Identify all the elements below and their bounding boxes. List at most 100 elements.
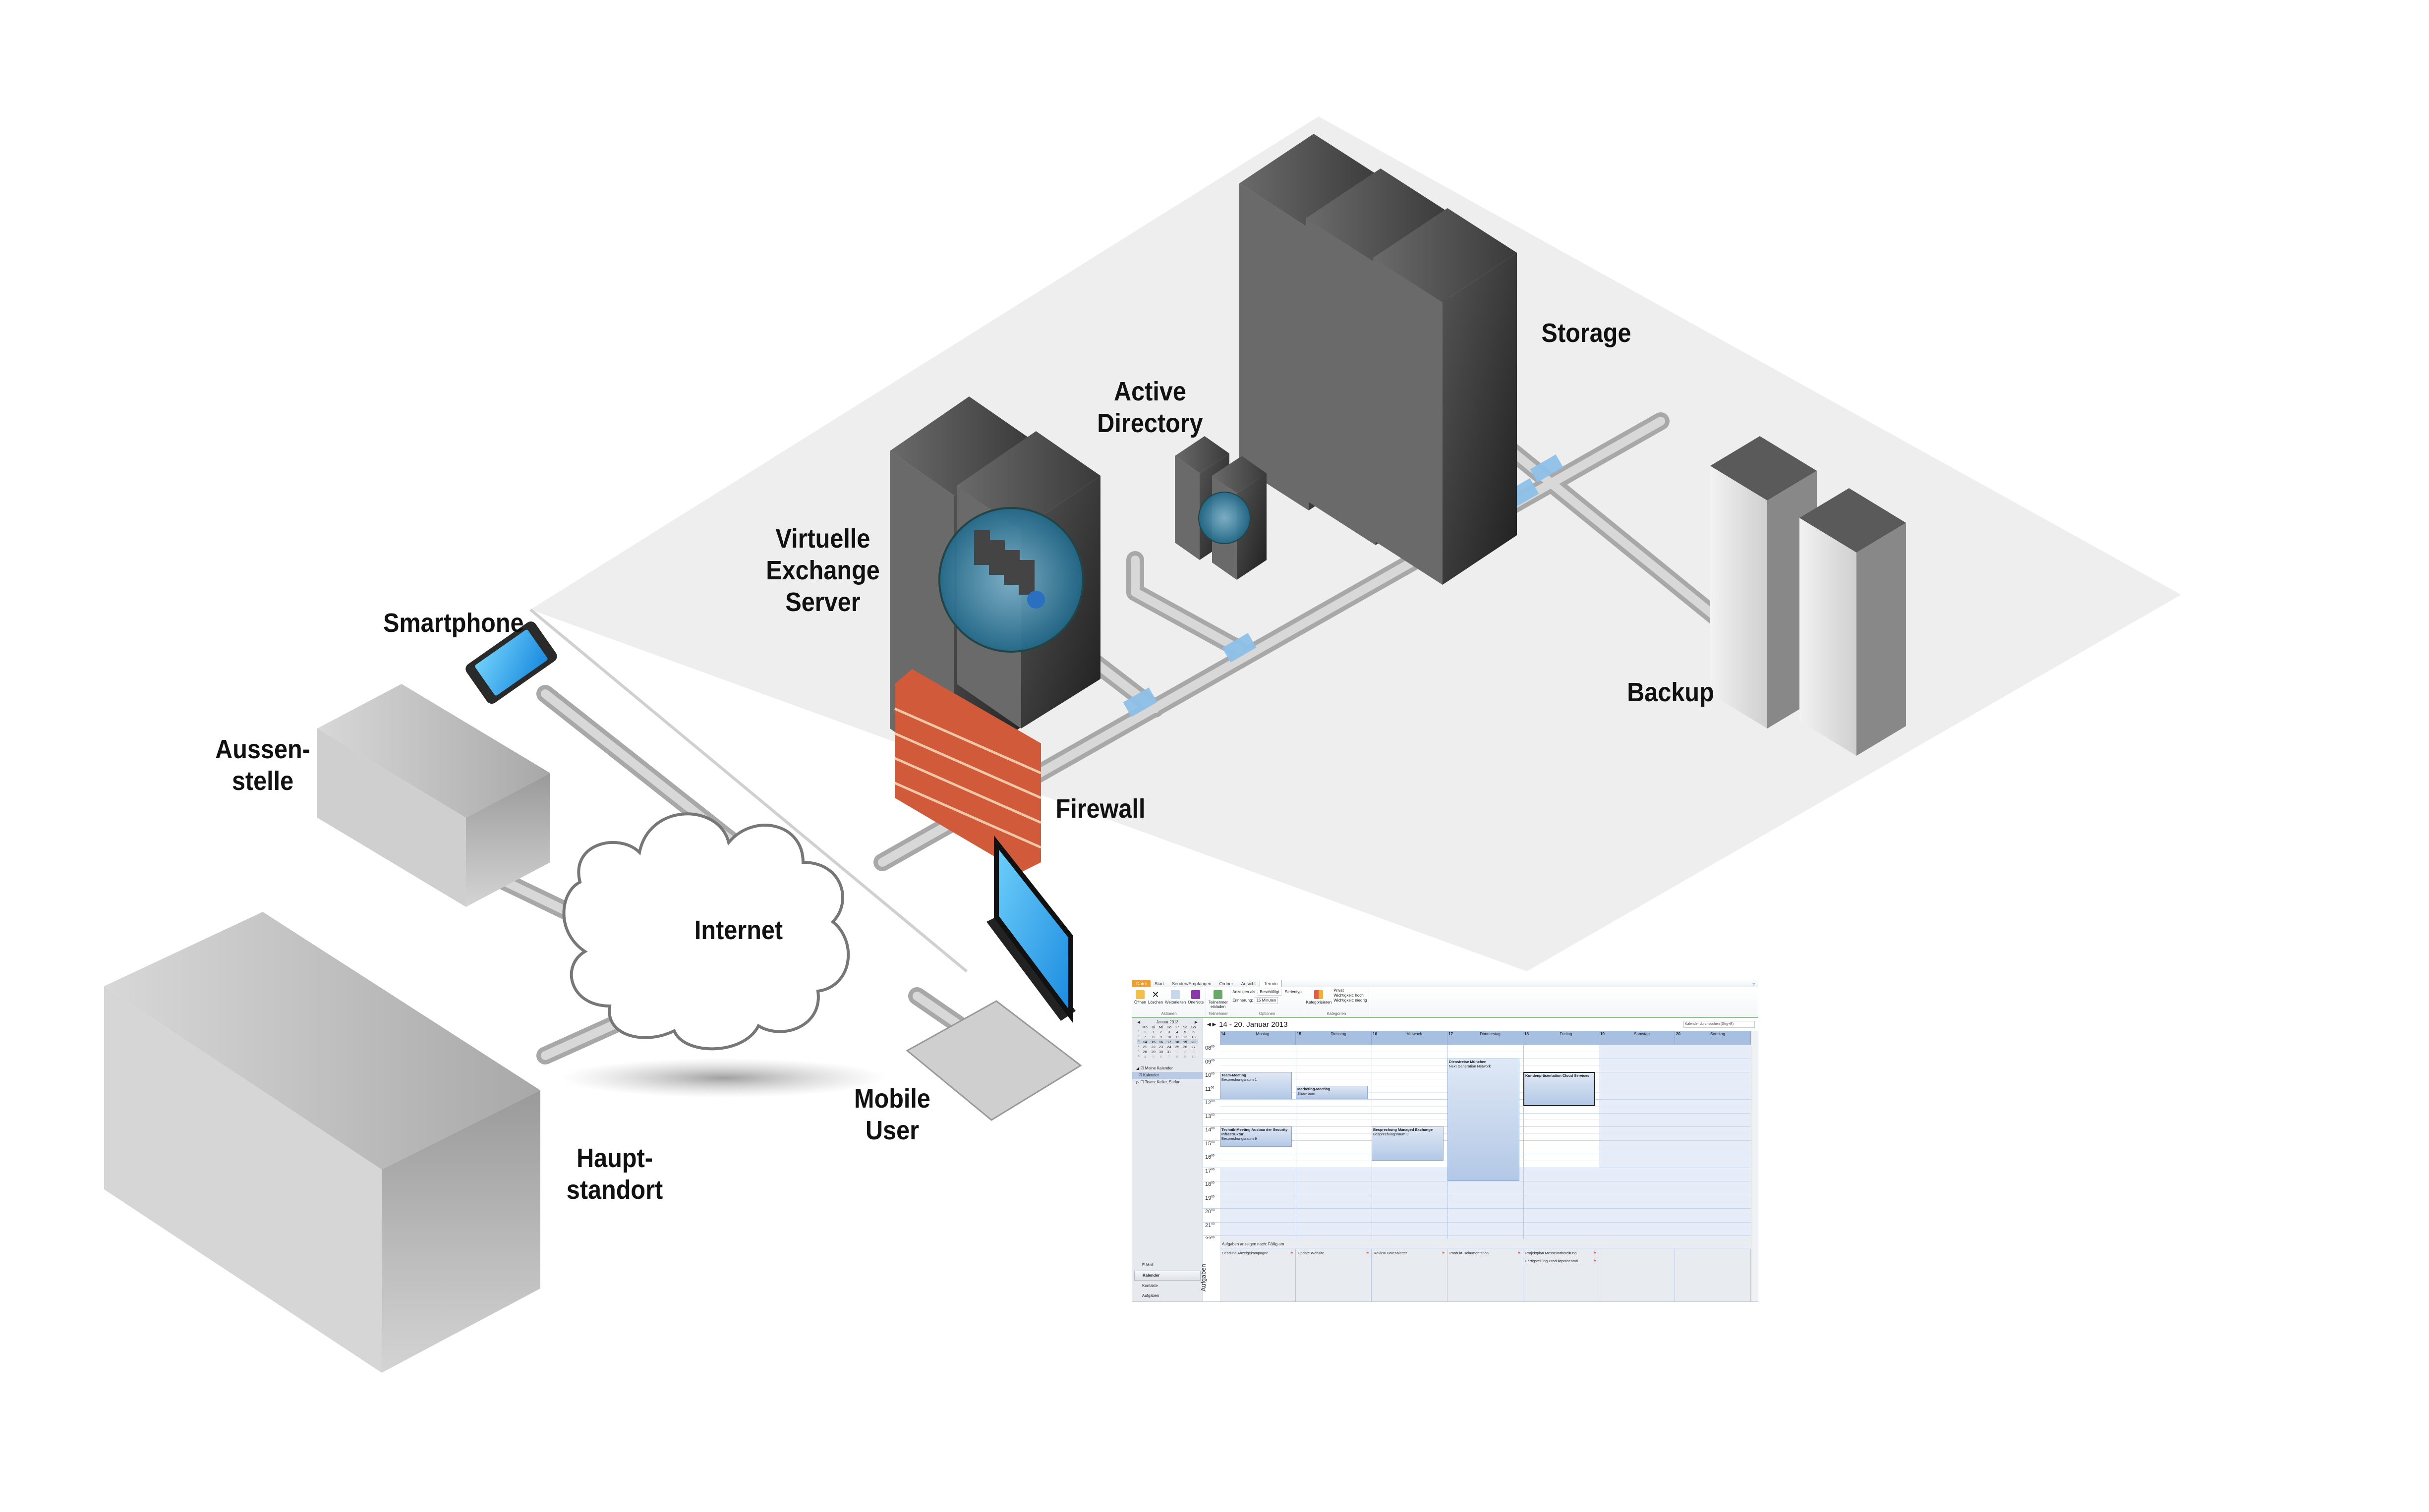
kategorisieren-button[interactable]: Kategorisieren — [1306, 988, 1331, 1011]
mini-calendar-day[interactable]: 22 — [1151, 1044, 1156, 1049]
mini-calendar-day[interactable]: 28 — [1143, 1049, 1147, 1054]
mini-calendar-day[interactable]: 9 — [1184, 1054, 1186, 1059]
weiterleiten-button[interactable]: Weiterleiten — [1165, 988, 1186, 1011]
wichtigkeit-niedrig-button[interactable]: Wichtigkeit: niedrig — [1333, 998, 1367, 1003]
tab-ansicht[interactable]: Ansicht — [1241, 981, 1256, 986]
mini-calendar-day[interactable]: 6 — [1192, 1029, 1195, 1034]
mini-calendar-day[interactable]: 11 — [1175, 1034, 1179, 1039]
mini-calendar-day[interactable]: 26 — [1183, 1044, 1187, 1049]
mini-calendar-day[interactable]: 7 — [1168, 1054, 1170, 1059]
mini-calendar-day[interactable]: 7 — [1144, 1034, 1146, 1039]
mini-calendar-day[interactable]: 23 — [1158, 1044, 1163, 1049]
task-item[interactable]: Update Website⚑ — [1298, 1251, 1369, 1259]
mini-calendar-day[interactable]: 25 — [1175, 1044, 1179, 1049]
mini-calendar-day[interactable]: 16 — [1157, 1039, 1165, 1044]
mini-calendar-day[interactable]: 3 — [1168, 1029, 1170, 1034]
mini-calendar-day[interactable]: 19 — [1181, 1039, 1190, 1044]
mini-calendar-day[interactable]: 27 — [1191, 1044, 1196, 1049]
prev-month-button[interactable]: ◀ — [1137, 1020, 1141, 1024]
day-column[interactable] — [1675, 1045, 1751, 1239]
prev-week-button[interactable]: ◀ ▶ — [1207, 1021, 1216, 1027]
teilnehmer-einladen-button[interactable]: Teilnehmer einladen — [1208, 988, 1228, 1011]
nav-email[interactable]: E-Mail — [1142, 1263, 1154, 1267]
appointment[interactable]: Technik-Meeting Ausbau der Security Infr… — [1220, 1126, 1292, 1147]
task-item[interactable]: Review Datenblätter⚑ — [1374, 1251, 1445, 1259]
mini-calendar-day[interactable]: 1 — [1152, 1029, 1155, 1034]
mini-calendar-day[interactable]: 8 — [1152, 1034, 1155, 1039]
task-item[interactable]: Produkt-Dokumentation⚑ — [1449, 1251, 1521, 1259]
erinnerung-dropdown[interactable]: 15 Minuten — [1254, 997, 1278, 1004]
nav-kontakte[interactable]: Kontakte — [1142, 1284, 1158, 1288]
calendar-item-team-keller[interactable]: ▷ ☐ Team: Keller, Stefan — [1136, 1080, 1181, 1084]
mini-calendar-day[interactable]: 13 — [1191, 1034, 1196, 1039]
mini-calendar-day[interactable]: 5 — [1184, 1029, 1186, 1034]
task-item[interactable]: Fertigstellung Produktpräsentati...⚑ — [1525, 1259, 1597, 1267]
flag-icon[interactable]: ⚑ — [1290, 1251, 1293, 1255]
flag-icon[interactable]: ⚑ — [1517, 1251, 1521, 1255]
mini-calendar-day[interactable]: 8 — [1176, 1054, 1178, 1059]
wichtigkeit-hoch-button[interactable]: Wichtigkeit: hoch — [1333, 993, 1364, 998]
mini-calendar-day[interactable]: 15 — [1150, 1039, 1157, 1044]
mini-calendar-day[interactable]: 14 — [1140, 1039, 1150, 1044]
mini-calendar-day[interactable]: 5 — [1152, 1054, 1155, 1059]
mini-calendar-day[interactable]: 10 — [1167, 1034, 1171, 1039]
flag-icon[interactable]: ⚑ — [1593, 1251, 1597, 1255]
mini-calendar-day[interactable]: 1 — [1176, 1049, 1178, 1054]
appointment[interactable]: Kundenpräsentation Cloud Services — [1523, 1072, 1596, 1106]
day-column[interactable] — [1447, 1045, 1524, 1239]
mini-calendar-day[interactable]: 20 — [1189, 1039, 1198, 1044]
meine-kalender-group[interactable]: ◢ ☑ Meine Kalender — [1136, 1066, 1173, 1070]
task-pane-header[interactable]: Aufgaben anzeigen nach: Fällig am — [1220, 1241, 1751, 1248]
task-item[interactable]: Deadline Anzeigekampagne⚑ — [1222, 1251, 1293, 1259]
calendar-item-kalender[interactable]: ☑ Kalender — [1132, 1072, 1203, 1079]
serientyp-button[interactable]: Serientyp — [1284, 990, 1302, 994]
mini-calendar-day[interactable]: 10 — [1191, 1054, 1196, 1059]
day-column[interactable] — [1599, 1045, 1676, 1239]
mini-calendar-day[interactable]: 12 — [1183, 1034, 1187, 1039]
flag-icon[interactable]: ⚑ — [1366, 1251, 1369, 1255]
next-month-button[interactable]: ▶ — [1194, 1020, 1198, 1024]
privat-button[interactable]: Privat — [1333, 988, 1344, 993]
mini-calendar-day[interactable]: 29 — [1151, 1049, 1156, 1054]
mini-calendar-day[interactable]: 30 — [1158, 1049, 1163, 1054]
onenote-button[interactable]: OneNote — [1188, 988, 1204, 1011]
mini-calendar-day[interactable]: 3 — [1192, 1049, 1195, 1054]
mini-calendar-day[interactable]: 6 — [1159, 1054, 1162, 1059]
help-icon[interactable]: ? — [1752, 982, 1755, 987]
flag-icon[interactable]: ⚑ — [1593, 1259, 1597, 1263]
tab-senden-empfangen[interactable]: Senden/Empfangen — [1172, 981, 1212, 986]
mini-calendar-day[interactable]: 17 — [1164, 1039, 1174, 1044]
mini-calendar-day[interactable]: 31 — [1167, 1049, 1171, 1054]
flag-icon[interactable]: ⚑ — [1442, 1251, 1445, 1255]
tab-ordner[interactable]: Ordner — [1219, 981, 1233, 986]
nav-kalender[interactable]: Kalender — [1134, 1271, 1201, 1281]
mini-calendar-day[interactable]: 2 — [1184, 1049, 1186, 1054]
calendar-search-input[interactable]: Kalender durchsuchen (Strg+E) — [1683, 1021, 1755, 1028]
mini-calendar-day[interactable]: 4 — [1144, 1054, 1146, 1059]
mini-calendar-day[interactable]: 18 — [1173, 1039, 1181, 1044]
day-column[interactable] — [1296, 1045, 1372, 1239]
mini-calendar-day[interactable]: 24 — [1167, 1044, 1171, 1049]
loeschen-button[interactable]: ✕Löschen — [1148, 988, 1163, 1011]
tab-termin[interactable]: Termin — [1260, 980, 1282, 987]
tab-start[interactable]: Start — [1155, 981, 1164, 986]
day-column[interactable] — [1220, 1045, 1296, 1239]
anzeigen-als-dropdown[interactable]: Beschäftigt — [1258, 988, 1281, 996]
vertical-scrollbar[interactable] — [1751, 1031, 1758, 1301]
oeffnen-button[interactable]: Öffnen — [1134, 988, 1146, 1011]
task-item[interactable]: Projektplan Messevorbereitung⚑ — [1525, 1251, 1597, 1259]
nav-aufgaben[interactable]: Aufgaben — [1142, 1293, 1159, 1298]
mini-calendar-day[interactable]: 21 — [1143, 1044, 1147, 1049]
